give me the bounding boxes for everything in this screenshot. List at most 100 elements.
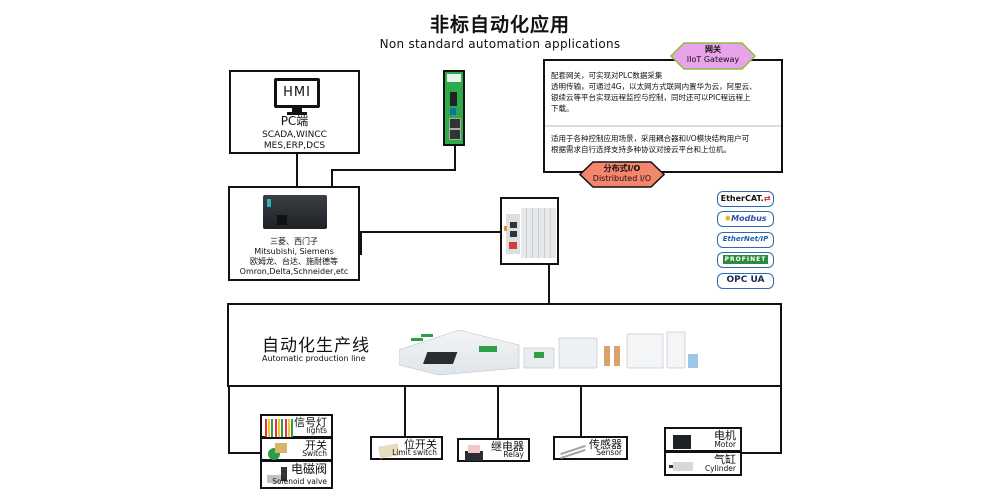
info-divider [545, 125, 781, 127]
mes-label: MES,ERP,DCS [263, 141, 326, 151]
lights-label-en: lights [306, 426, 327, 435]
connector-gateway-horizontal [331, 169, 456, 171]
modbus-logo: ✸Modbus [717, 211, 774, 227]
connector-plc-io [360, 231, 500, 233]
connector-bus-right [780, 386, 782, 454]
solenoid-label-en: Solenoid valve [272, 477, 327, 486]
production-line-image [399, 329, 698, 376]
distributed-io-box[interactable] [500, 197, 559, 265]
plc-brands-en-1: Mitsubishi, Siemens [254, 247, 334, 256]
production-line-title: 自动化生产线 [262, 336, 370, 356]
solenoid-valve-icon [265, 465, 293, 483]
cylinder-label-cn: 气缸 [714, 453, 736, 466]
profinet-label: PROFINET [722, 255, 769, 264]
monitor-stand [292, 108, 302, 112]
relay-label-cn: 继电器 [491, 440, 524, 453]
ethernet-ip-logo: EtherNet/IP [717, 232, 774, 248]
diagram-subtitle: Non standard automation applications [379, 37, 621, 51]
device-cylinder[interactable]: 气缸 Cylinder [664, 451, 742, 476]
device-motor[interactable]: 电机 Motor [664, 427, 742, 452]
sensor-icon [558, 441, 586, 459]
switch-label-cn: 开关 [305, 439, 327, 452]
plc-box[interactable]: 三菱、西门子 Mitsubishi, Siemens 欧姆龙、台达、施耐德等 O… [228, 186, 360, 281]
connector-sensor [580, 386, 582, 436]
profinet-logo: PROFINET [717, 252, 774, 268]
limit-switch-label-cn: 位开关 [404, 438, 437, 451]
ethernet-port-icon [449, 129, 461, 140]
connector-bus-motor [742, 452, 782, 454]
io-desc-line: 适用于各种控制应用场景，采用耦合器和I/O模块结构用户可 [551, 134, 750, 143]
pc-label: PC端 [280, 114, 309, 128]
production-line-subtitle: Automatic production line [262, 354, 366, 363]
device-sensor[interactable]: 传感器 Sensor [553, 436, 628, 460]
ethernet-ip-label: EtherNet/IP [722, 235, 769, 243]
hmi-screen-label: HMI [283, 85, 311, 100]
monitor-icon: HMI [274, 78, 320, 108]
gateway-label-plate [447, 74, 461, 82]
ethercat-label: EtherCAT. [720, 194, 764, 203]
hexagon-shape [670, 42, 756, 70]
device-relay[interactable]: 继电器 Relay [457, 438, 530, 462]
io-badge-en: Distributed I/O [592, 174, 652, 183]
plc-icon [263, 195, 327, 229]
gateway-desc-line: 透明传输，可通过4G，以太网方式联网内置华为云，阿里云、 [551, 82, 757, 91]
gateway-description: 配套网关，可实现对PLC数据采集 透明传输，可通过4G，以太网方式联网内置华为云… [551, 70, 779, 114]
scada-label: SCADA,WINCC [262, 130, 327, 140]
io-badge-cn: 分布式I/O [603, 164, 641, 173]
connector-limit-switch [404, 386, 406, 436]
connector-io-prod [548, 265, 550, 303]
ethernet-port-icon [449, 118, 461, 129]
motor-label-cn: 电机 [714, 429, 736, 442]
device-limit-switch[interactable]: 位开关 Limit switch [370, 436, 443, 460]
io-desc-line: 根据需求自行选择支持多种协议对接云平台和上位机。 [551, 145, 731, 154]
sensor-label-cn: 传感器 [589, 438, 622, 451]
gateway-badge-cn: 网关 [705, 45, 721, 54]
gateway-desc-line: 配套网关，可实现对PLC数据采集 [551, 71, 663, 80]
switch-icon [265, 442, 293, 460]
plc-brands-en-2: Omron,Delta,Schneider,etc [239, 267, 349, 276]
io-module-icon [504, 204, 556, 260]
lights-label-cn: 信号灯 [294, 416, 327, 429]
device-solenoid-valve[interactable]: 电磁阀 Solenoid valve [260, 460, 333, 489]
device-switch[interactable]: 开关 Switch [260, 437, 333, 461]
connector-plc-vertical [360, 231, 362, 255]
opc-ua-label: OPC UA [726, 275, 765, 285]
gateway-desc-line: 银续云等平台实现远程监控与控制，同时还可以PIC程远程上 [551, 93, 751, 102]
relay-icon [462, 443, 490, 461]
gateway-badge: 网关 IIoT Gateway [670, 42, 756, 70]
modbus-label: Modbus [731, 214, 767, 223]
connector-hmi-plc [296, 154, 298, 186]
motor-label-en: Motor [714, 440, 736, 449]
monitor-base [287, 112, 307, 115]
io-description: 适用于各种控制应用场景，采用耦合器和I/O模块结构用户可 根据需求自行选择支持多… [551, 133, 779, 155]
switch-label-en: Switch [302, 449, 327, 458]
info-box: 配套网关，可实现对PLC数据采集 透明传输，可通过4G，以太网方式联网内置华为云… [543, 59, 783, 173]
gateway-port [450, 108, 456, 115]
distributed-io-badge: 分布式I/O Distributed I/O [579, 161, 665, 188]
connector-relay [497, 386, 499, 438]
production-line-box[interactable]: 自动化生产线 Automatic production line [227, 303, 782, 387]
connector-gateway-plc [331, 169, 333, 186]
gateway-badge-en: IIoT Gateway [686, 55, 740, 64]
gateway-device-icon[interactable] [443, 70, 465, 146]
diagram-title: 非标自动化应用 [429, 14, 570, 36]
cylinder-label-en: Cylinder [704, 464, 736, 473]
hmi-pc-box[interactable]: HMI PC端 SCADA,WINCC MES,ERP,DCS [229, 70, 360, 154]
motor-icon [669, 432, 697, 450]
relay-label-en: Relay [503, 450, 524, 459]
gateway-desc-line: 下载。 [551, 104, 574, 113]
hexagon-shape [579, 161, 665, 188]
opc-ua-logo: OPC UA [717, 273, 774, 289]
ethercat-logo: EtherCAT.⇄ [717, 191, 774, 207]
solenoid-label-cn: 电磁阀 [290, 462, 327, 476]
plc-brands-cn-1: 三菱、西门子 [270, 237, 318, 246]
connector-bus-lights [228, 452, 262, 454]
connector-bus-left [228, 386, 230, 454]
sensor-label-en: Sensor [596, 448, 622, 457]
connector-gateway-down [454, 146, 456, 170]
signal-lights-icon [265, 419, 293, 437]
device-lights[interactable]: 信号灯 lights [260, 414, 333, 438]
gateway-terminal [450, 92, 457, 106]
plc-brands-cn-2: 欧姆龙、台达、施耐德等 [250, 257, 338, 266]
cylinder-icon [669, 456, 697, 474]
